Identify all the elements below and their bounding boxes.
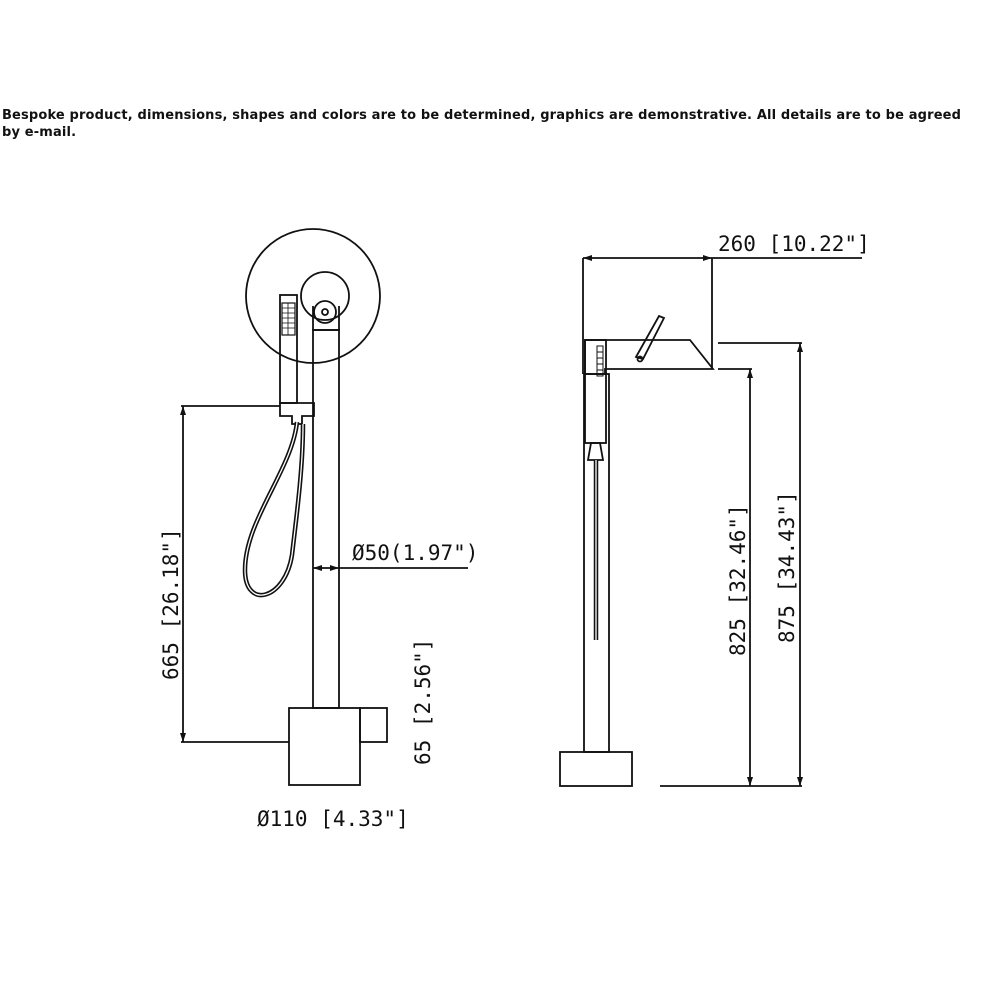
lever-pivot [636, 355, 644, 363]
shower-hose [242, 421, 306, 598]
hose-holder [279, 402, 315, 425]
dimension-line-depth [582, 257, 862, 374]
hand-shower-grid [282, 303, 295, 335]
hand-shower-nozzle [281, 302, 296, 336]
floor-base [288, 707, 361, 786]
label-pipe-diameter: Ø50(1.97") [352, 541, 478, 565]
label-base-height: 65 [2.56"] [411, 639, 435, 765]
riser-pipe [312, 329, 340, 709]
shower-hose-core [244, 421, 304, 596]
diverter-knob-center [321, 308, 329, 316]
label-hose-height: 665 [26.18"] [159, 528, 183, 680]
dimension-line-total-height [718, 342, 802, 787]
front-view [180, 228, 468, 786]
dimension-arrows-pipe-diameter [313, 565, 339, 571]
side-view [559, 255, 862, 787]
label-base-diameter: Ø110 [4.33"] [257, 807, 409, 831]
diverter-knob [313, 300, 337, 324]
disclaimer-notice: Bespoke product, dimensions, shapes and … [2, 108, 962, 140]
label-spout-height: 825 [32.46"] [726, 504, 750, 656]
spout-body [584, 339, 715, 375]
side-nozzle [596, 345, 604, 377]
label-total-height: 875 [34.43"] [775, 491, 799, 643]
dimension-line-spout-height [660, 368, 752, 787]
floor-base-flange [359, 707, 388, 743]
side-hose-holder [586, 442, 605, 461]
label-depth: 260 [10.22"] [718, 232, 870, 256]
diverter-ring [300, 271, 350, 321]
dimension-line-hose-height [181, 405, 289, 743]
side-floor-base [559, 751, 633, 787]
mixer-lever [634, 314, 666, 361]
